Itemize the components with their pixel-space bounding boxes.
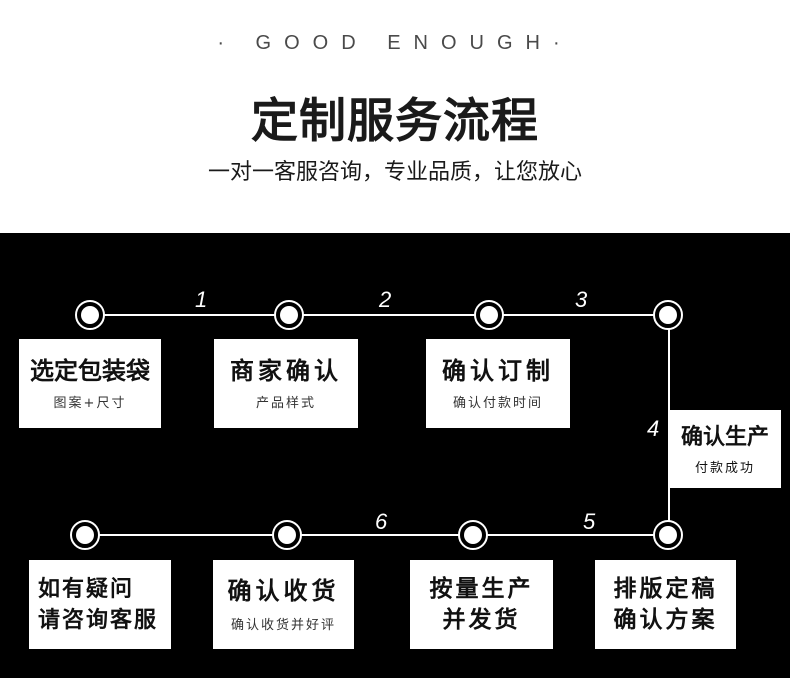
header: · GOOD ENOUGH· 定制服务流程 一对一客服咨询，专业品质，让您放心	[0, 0, 790, 233]
step-title: 确认订制	[442, 357, 554, 385]
step-number-1: 1	[195, 287, 208, 312]
step-line-1: 如有疑问	[38, 576, 135, 602]
step-title: 选定包装袋	[30, 357, 150, 385]
step-card-merchant-confirm: 商家确认 产品样式	[214, 339, 358, 428]
step-title: 商家确认	[230, 357, 342, 385]
step-number-5: 5	[583, 509, 596, 534]
step-line-2: 请咨询客服	[38, 607, 159, 633]
step-node-8	[70, 520, 100, 550]
step-number-6: 6	[375, 509, 388, 534]
step-title: 确认收货	[227, 577, 340, 605]
step-node-6	[458, 520, 488, 550]
step-card-confirm-production: 确认生产 付款成功	[669, 410, 781, 488]
step-node-1	[75, 300, 105, 330]
step-line-2: 并发货	[442, 606, 521, 633]
step-card-select-bag: 选定包装袋 图案+尺寸	[19, 339, 161, 428]
step-subtitle: 确认付款时间	[452, 396, 543, 411]
step-card-contact-service: 如有疑问 请咨询客服	[29, 560, 171, 649]
step-title: 确认生产	[680, 424, 769, 450]
step-line-2: 确认方案	[613, 606, 718, 633]
step-card-confirm-receipt: 确认收货 确认收货并好评	[213, 560, 354, 649]
step-line-1: 排版定稿	[613, 575, 718, 602]
step-number-4: 4	[647, 416, 660, 441]
step-node-3	[474, 300, 504, 330]
page-subtitle: 一对一客服咨询，专业品质，让您放心	[207, 160, 582, 185]
page-title: 定制服务流程	[251, 94, 539, 149]
step-subtitle: 付款成功	[694, 460, 755, 476]
step-node-7	[272, 520, 302, 550]
step-number-3: 3	[575, 287, 588, 312]
process-flow-panel: 1 2 3 4 5 6 选定包装袋 图案+尺寸 商家确认 产品样式 确认订制 确…	[0, 233, 790, 678]
step-number-2: 2	[379, 287, 392, 312]
eyebrow-text: · GOOD ENOUGH·	[217, 32, 573, 54]
connector-line-bottom	[85, 534, 669, 536]
step-subtitle: 确认收货并好评	[230, 618, 336, 633]
step-card-typeset-confirm: 排版定稿 确认方案	[595, 560, 736, 649]
step-card-produce-ship: 按量生产 并发货	[410, 560, 553, 649]
step-subtitle: 产品样式	[255, 396, 316, 411]
step-card-confirm-order: 确认订制 确认付款时间	[426, 339, 570, 428]
step-subtitle: 图案+尺寸	[53, 396, 127, 411]
connector-line-top	[90, 314, 668, 316]
step-node-5	[653, 520, 683, 550]
step-node-4	[653, 300, 683, 330]
step-line-1: 按量生产	[429, 575, 534, 602]
step-node-2	[274, 300, 304, 330]
